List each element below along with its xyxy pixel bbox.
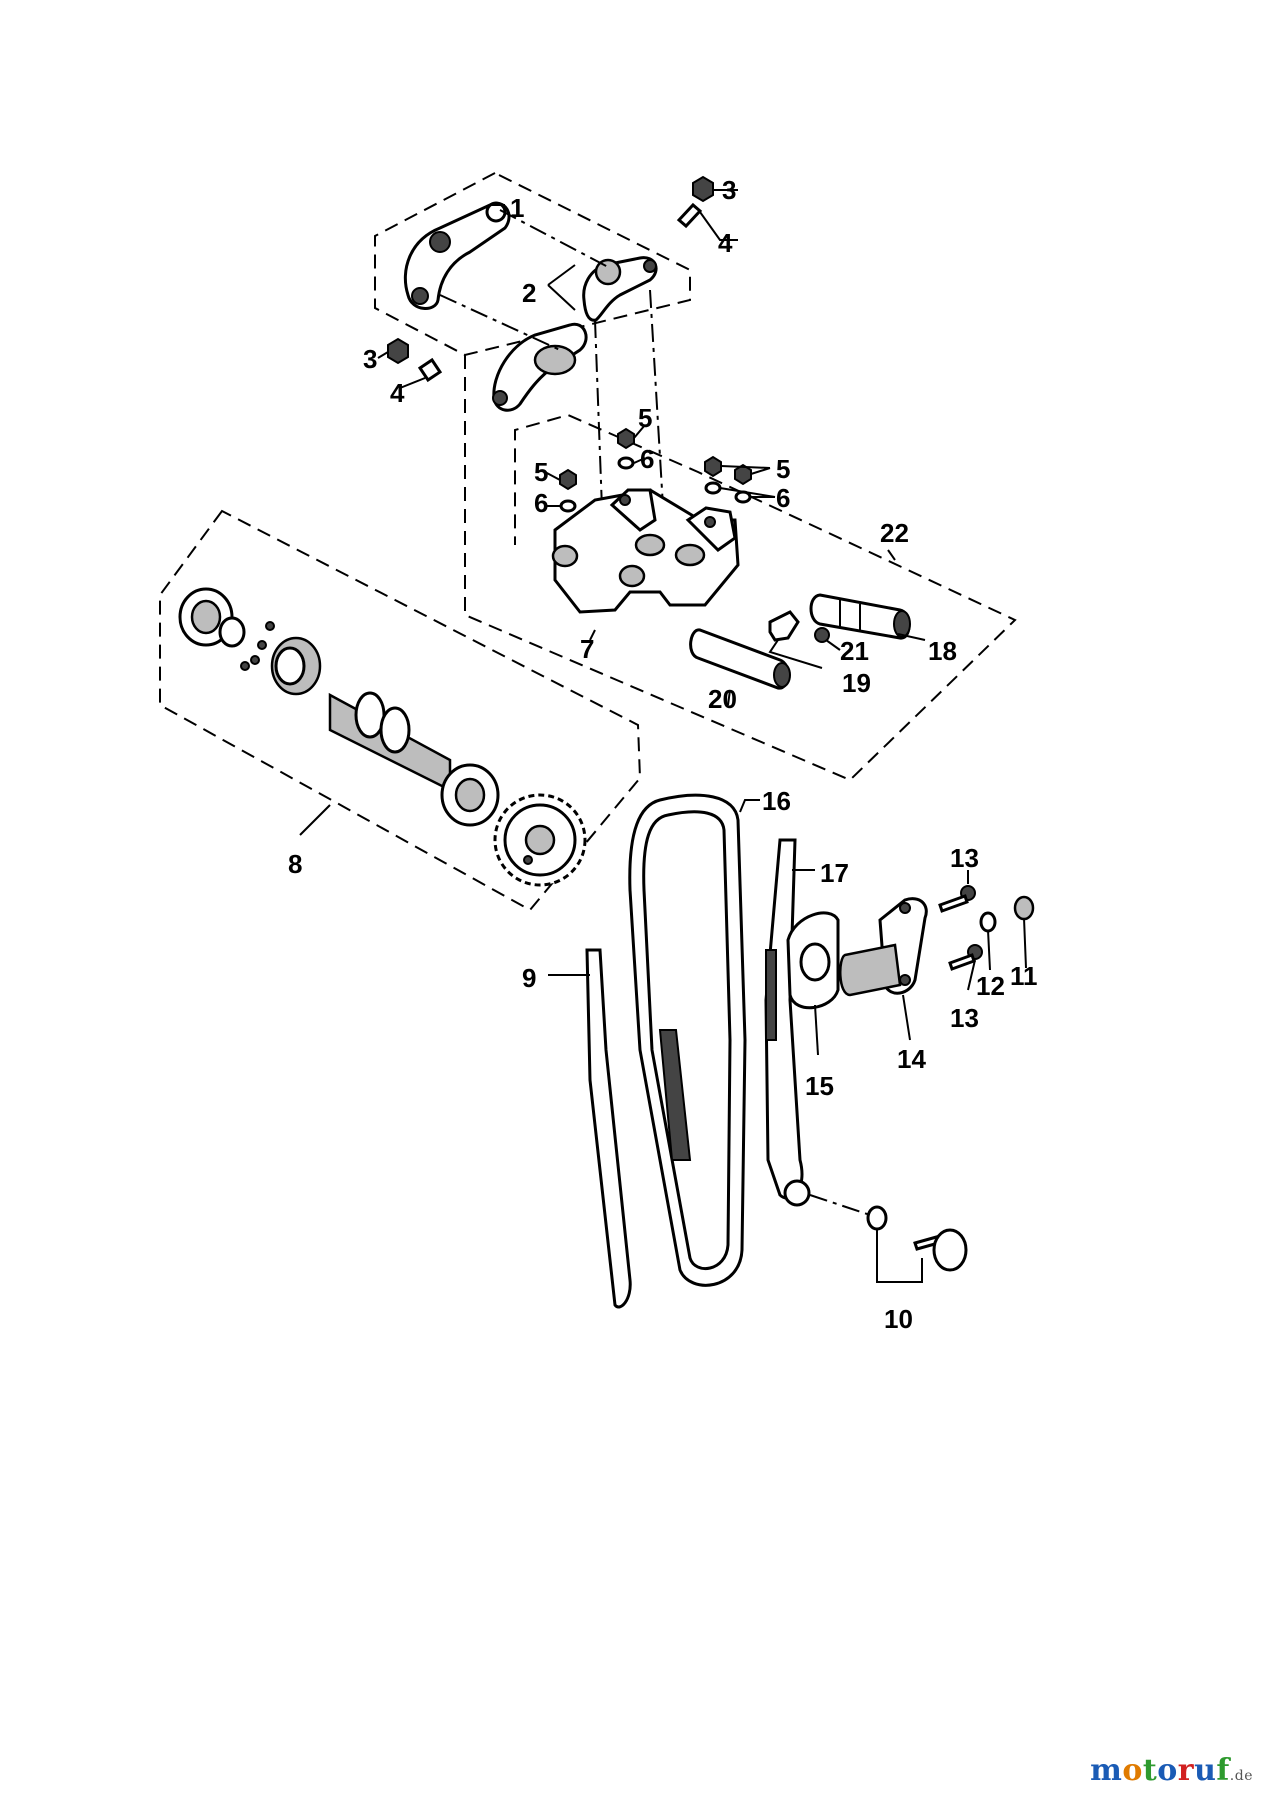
chain-guide-9 bbox=[548, 948, 632, 1309]
brand-logo: motoruf.de bbox=[1090, 1753, 1253, 1788]
chain-tensioner-body-14 bbox=[839, 897, 928, 1041]
label-16: 16 bbox=[762, 786, 791, 816]
label-10: 10 bbox=[884, 1304, 913, 1334]
camshaft-holder bbox=[551, 488, 740, 614]
label-1: 1 bbox=[510, 193, 524, 223]
group-outlines bbox=[159, 171, 1017, 912]
brand-logo-letter: o bbox=[1122, 1753, 1143, 1788]
label-15: 15 bbox=[805, 1071, 834, 1101]
rocker-shaft-20 bbox=[689, 628, 791, 690]
rocker-shaft-18 bbox=[809, 593, 911, 640]
leader-lines bbox=[299, 204, 926, 836]
label-3-top: 3 bbox=[722, 175, 736, 205]
tensioner-hardware bbox=[938, 870, 1035, 991]
cam-chain-16 bbox=[628, 793, 747, 1287]
part-labels: 1 2 3 4 3 4 5 6 5 6 5 6 22 7 21 18 19 20… bbox=[288, 175, 1038, 1334]
label-2: 2 bbox=[522, 278, 536, 308]
label-20: 20 bbox=[708, 684, 737, 714]
camshaft-assembly bbox=[178, 587, 587, 887]
label-4-left: 4 bbox=[390, 378, 405, 408]
label-13-bottom: 13 bbox=[950, 1003, 979, 1033]
bolt-21 bbox=[814, 627, 841, 651]
brand-logo-letter: r bbox=[1177, 1753, 1195, 1788]
tensioner-gasket-15 bbox=[786, 911, 840, 1056]
brand-logo-letter: f bbox=[1216, 1753, 1230, 1788]
chain-tensioner-arm-17 bbox=[764, 838, 815, 1207]
label-6-left: 6 bbox=[534, 488, 548, 518]
cylinder-head-group-outline bbox=[464, 355, 1017, 782]
rocker-arm-2-upper bbox=[582, 256, 658, 322]
label-3-left: 3 bbox=[363, 344, 377, 374]
adjuster-nut-left bbox=[377, 337, 443, 389]
brand-logo-letter: m bbox=[1090, 1753, 1123, 1788]
label-18: 18 bbox=[928, 636, 957, 666]
label-11: 11 bbox=[1010, 961, 1038, 991]
label-5-left: 5 bbox=[534, 457, 548, 487]
label-12: 12 bbox=[976, 971, 1005, 1001]
label-22: 22 bbox=[880, 518, 909, 548]
label-8: 8 bbox=[288, 849, 302, 879]
label-14: 14 bbox=[897, 1044, 926, 1074]
brand-logo-letter: u bbox=[1194, 1753, 1217, 1788]
label-9: 9 bbox=[522, 963, 536, 993]
shaft-stopper-plate-19 bbox=[768, 610, 823, 669]
label-5-center: 5 bbox=[638, 403, 652, 433]
brand-logo-letter: o bbox=[1157, 1753, 1178, 1788]
rocker-arm-2-lower bbox=[492, 322, 588, 412]
brand-logo-letter: t bbox=[1142, 1753, 1158, 1788]
label-21: 21 bbox=[840, 636, 869, 666]
adjuster-nut-top bbox=[676, 175, 738, 241]
pivot-bolt-10 bbox=[809, 1194, 968, 1283]
label-6-right: 6 bbox=[776, 483, 790, 513]
rocker-arm-1 bbox=[403, 201, 511, 310]
label-6-center: 6 bbox=[640, 444, 654, 474]
label-17: 17 bbox=[820, 858, 849, 888]
label-4-top: 4 bbox=[718, 228, 733, 258]
label-5-right: 5 bbox=[776, 454, 790, 484]
label-7: 7 bbox=[580, 634, 594, 664]
camshaft-group-outline bbox=[159, 509, 642, 912]
label-19: 19 bbox=[842, 668, 871, 698]
label-13-top: 13 bbox=[950, 843, 979, 873]
nuts-washers bbox=[544, 424, 776, 513]
